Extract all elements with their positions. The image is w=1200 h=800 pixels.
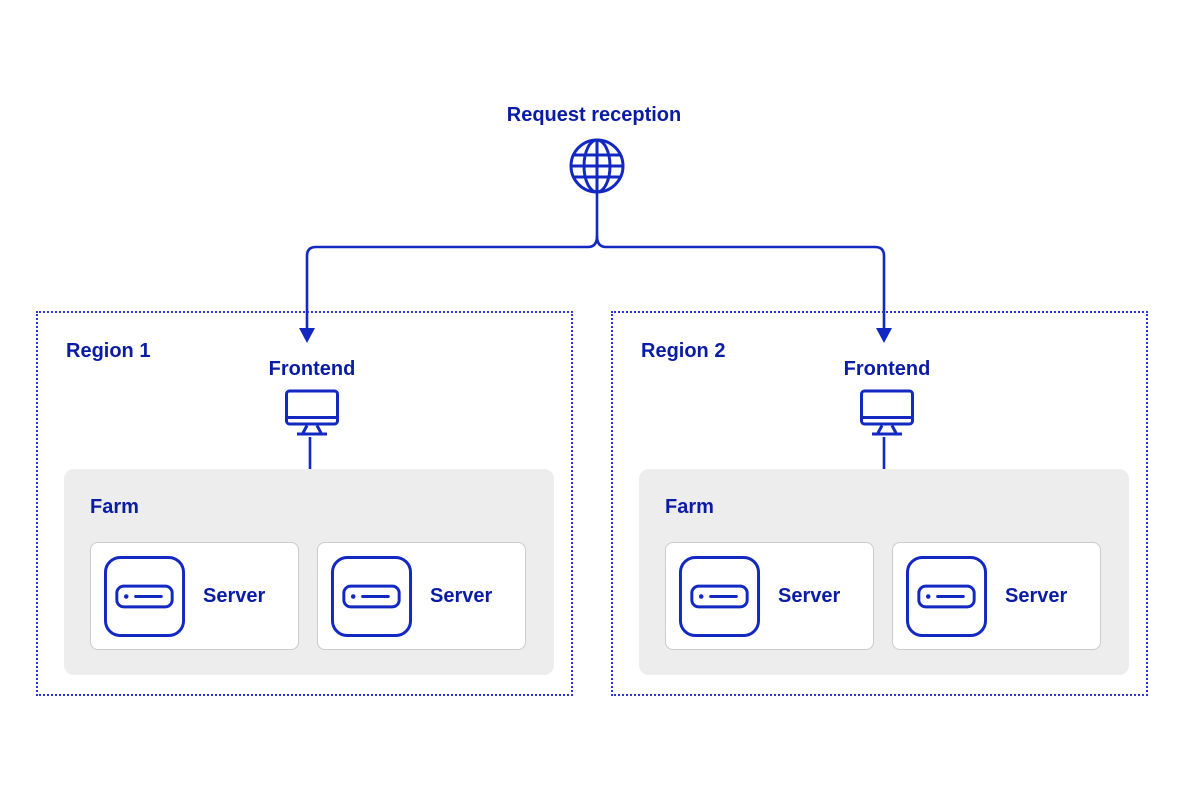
server-label: Server — [203, 585, 266, 607]
server-label: Server — [778, 585, 841, 607]
server-icon — [905, 555, 988, 637]
server-card: Server — [892, 542, 1101, 650]
frontend-2-label: Frontend — [843, 358, 931, 380]
server-label: Server — [430, 585, 493, 607]
server-card: Server — [665, 542, 874, 650]
server-label: Server — [1005, 585, 1068, 607]
region-1-box: Region 1 Frontend Farm Server — [36, 311, 573, 696]
farm-2-box: Farm Server — [639, 469, 1129, 675]
server-card: Server — [317, 542, 526, 650]
farm-1-label: Farm — [90, 496, 139, 518]
farm-2-label: Farm — [665, 496, 714, 518]
frontend-1-label: Frontend — [268, 358, 356, 380]
region-2-label: Region 2 — [641, 340, 726, 362]
farm-1-box: Farm Server — [64, 469, 554, 675]
region-2-box: Region 2 Frontend Farm Server — [611, 311, 1148, 696]
region-1-label: Region 1 — [66, 340, 151, 362]
monitor-icon — [860, 389, 914, 436]
server-icon — [330, 555, 413, 637]
farm-1-server-list: Server Server — [90, 542, 526, 650]
farm-2-server-list: Server Server — [665, 542, 1101, 650]
server-icon — [678, 555, 761, 637]
monitor-icon — [285, 389, 339, 436]
diagram-title: Request reception — [506, 104, 682, 126]
server-icon — [103, 555, 186, 637]
server-card: Server — [90, 542, 299, 650]
globe-icon — [569, 138, 625, 194]
